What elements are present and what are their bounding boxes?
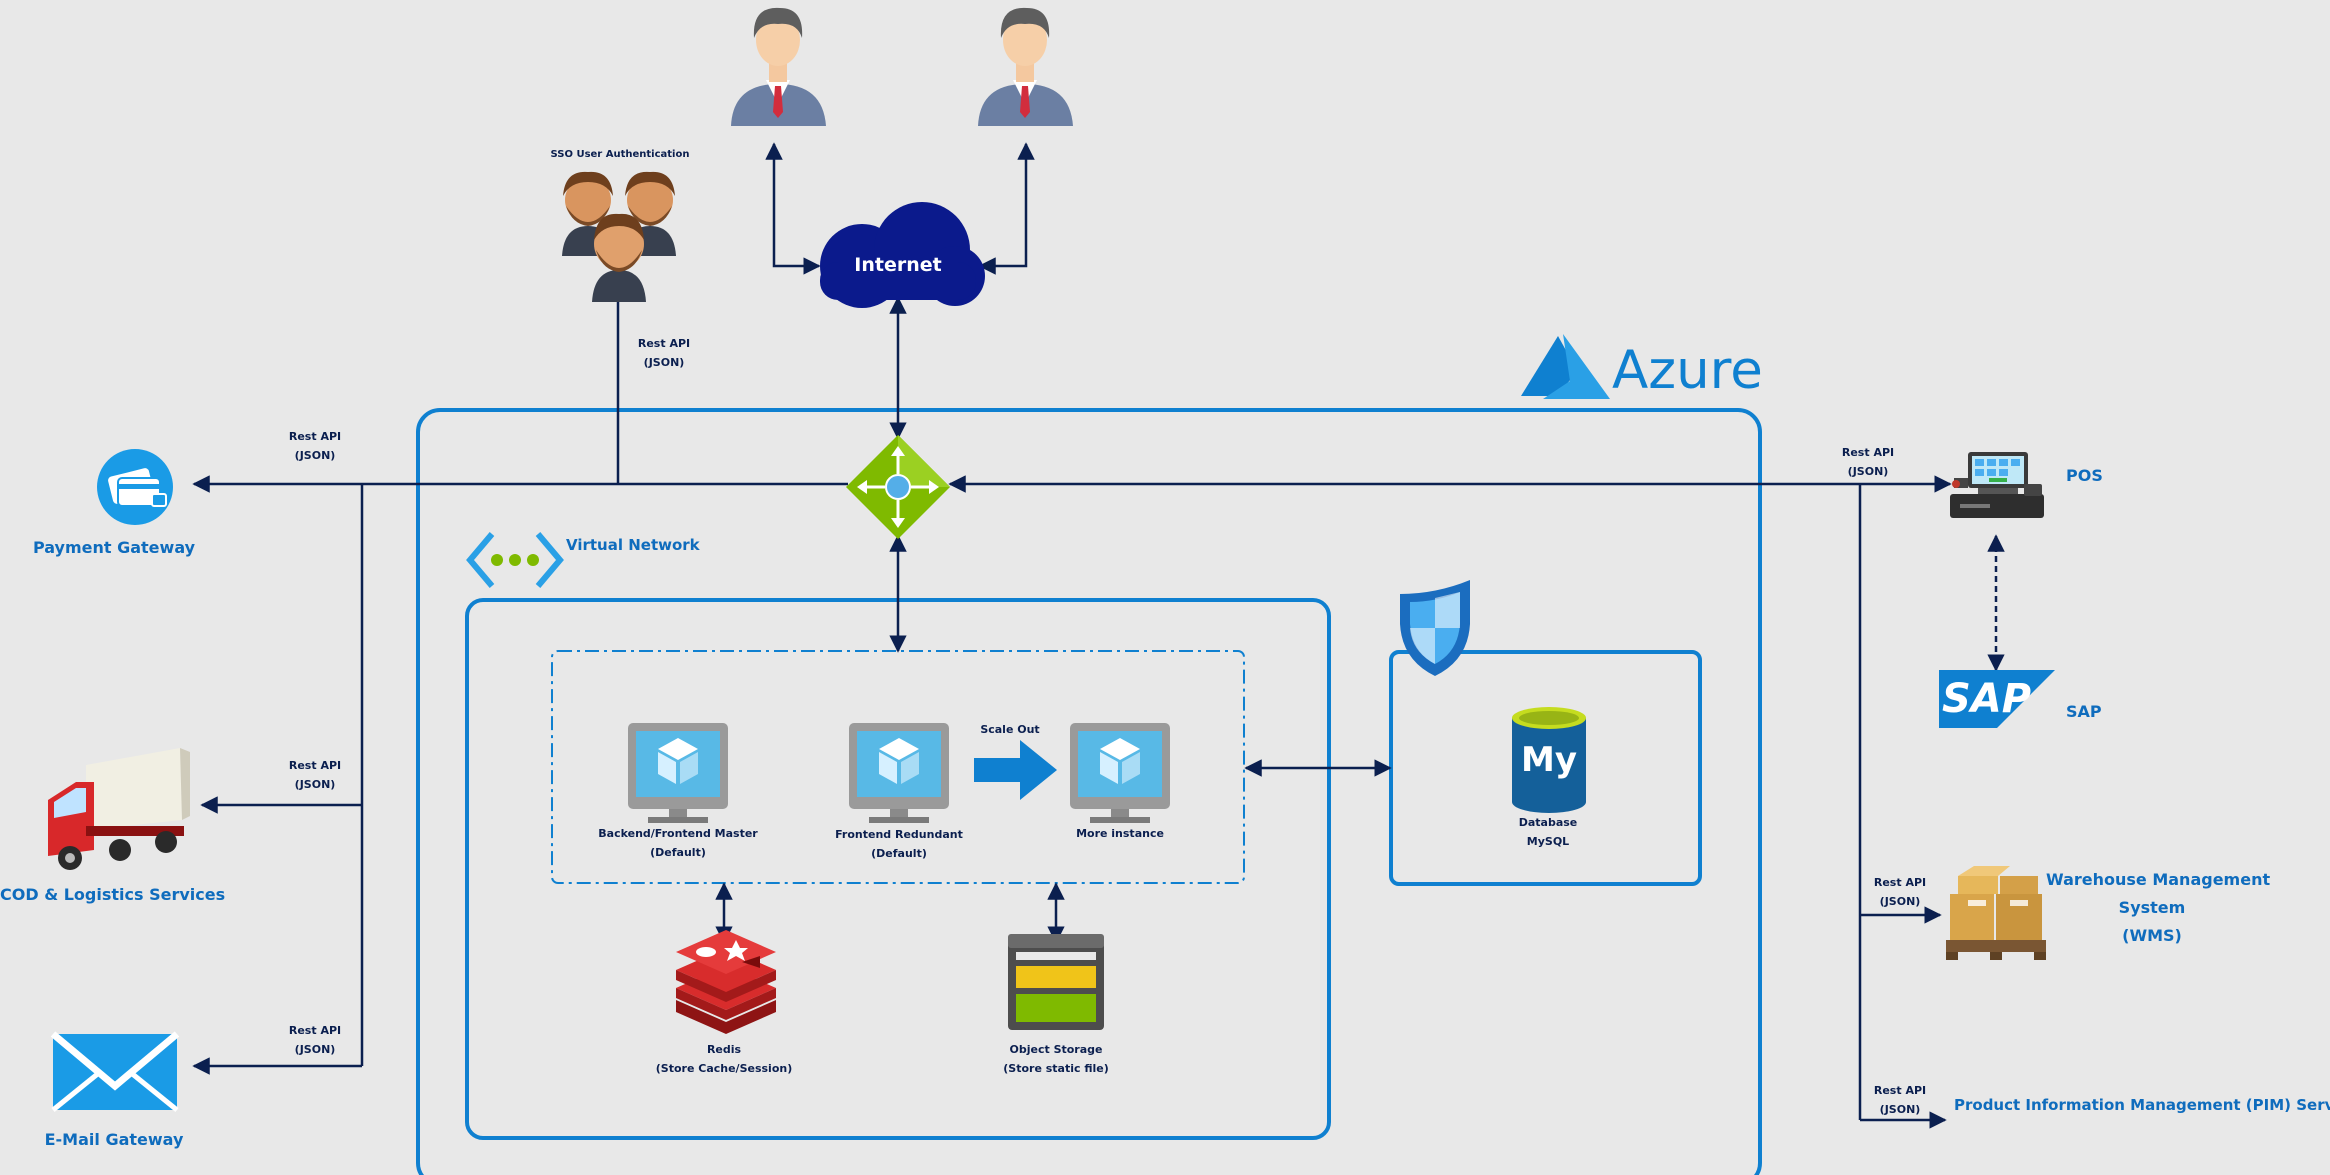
virtual-network-label: Virtual Network — [566, 536, 700, 554]
rest-api-label-payment: Rest API (JSON) — [275, 427, 355, 465]
object-storage-note: (Store static file) — [1003, 1062, 1109, 1075]
json-text: (JSON) — [294, 778, 336, 791]
sso-label: SSO User Authentication — [550, 149, 690, 160]
mysql-icon-text: My — [1521, 740, 1577, 780]
email-gateway-label: E-Mail Gateway — [44, 1130, 184, 1149]
instance-note: (Default) — [650, 846, 706, 859]
user-icon — [978, 7, 1073, 126]
instance-caption-master: Backend/Frontend Master (Default) — [588, 824, 768, 862]
object-storage-icon — [1008, 934, 1104, 1030]
connectors — [192, 142, 2005, 1129]
security-shield-icon — [1400, 580, 1470, 676]
json-text: (JSON) — [1847, 465, 1889, 478]
rest-api-text: Rest API — [637, 337, 691, 350]
database-name: Database — [1518, 816, 1578, 829]
scale-out-arrow-icon — [974, 740, 1057, 800]
instance-caption-more: More instance — [1030, 824, 1210, 843]
instance-caption-redundant: Frontend Redundant (Default) — [809, 825, 989, 863]
virtual-network-icon — [466, 532, 564, 588]
object-storage-caption: Object Storage (Store static file) — [966, 1040, 1146, 1078]
rest-api-label-sso: Rest API (JSON) — [624, 334, 704, 372]
json-text: (JSON) — [1879, 895, 1921, 908]
payment-card-icon — [97, 449, 173, 525]
rest-api-label-email: Rest API (JSON) — [275, 1021, 355, 1059]
sap-logo-text: SAP — [1942, 676, 2032, 722]
rest-api-text: Rest API — [288, 759, 342, 772]
json-text: (JSON) — [643, 356, 685, 369]
azure-logo-icon — [1521, 334, 1610, 399]
vm-monitor-icon — [1070, 723, 1170, 823]
email-envelope-icon — [50, 1031, 180, 1112]
mysql-database-icon — [1512, 707, 1586, 813]
sso-users-icon — [562, 171, 676, 302]
instance-name: Backend/Frontend Master — [598, 827, 758, 840]
json-text: (JSON) — [294, 449, 336, 462]
pos-label: POS — [2066, 466, 2103, 485]
rest-api-label-logistics: Rest API (JSON) — [275, 756, 355, 794]
rest-api-text: Rest API — [288, 430, 342, 443]
virtual-network-box — [465, 598, 1331, 1140]
user-icon — [731, 7, 826, 126]
rest-api-label-wms: Rest API (JSON) — [1860, 873, 1940, 911]
instance-name: Frontend Redundant — [835, 828, 963, 841]
vm-monitor-icon — [849, 723, 949, 823]
rest-api-label-pos: Rest API (JSON) — [1828, 443, 1908, 481]
json-text: (JSON) — [294, 1043, 336, 1056]
wms-line-2: System — [2118, 898, 2186, 917]
rest-api-text: Rest API — [288, 1024, 342, 1037]
wms-label: Warehouse Management System (WMS) — [2046, 866, 2271, 950]
vm-monitor-icon — [628, 723, 728, 823]
pim-label: Product Information Management (PIM) Ser… — [1954, 1096, 2330, 1114]
payment-gateway-label: Payment Gateway — [32, 538, 196, 557]
scale-out-label: Scale Out — [980, 723, 1040, 736]
rest-api-text: Rest API — [1873, 876, 1927, 889]
application-gateway-icon — [846, 435, 950, 539]
wms-line-1: Warehouse Management — [2046, 870, 2271, 889]
database-engine: MySQL — [1526, 835, 1570, 848]
warehouse-boxes-icon — [1946, 866, 2046, 960]
database-caption: Database MySQL — [1488, 813, 1608, 851]
instance-name: More instance — [1076, 827, 1164, 840]
azure-label: Azure — [1612, 340, 1763, 401]
redis-caption: Redis (Store Cache/Session) — [634, 1040, 814, 1078]
internet-cloud-icon — [820, 202, 985, 308]
logistics-label: COD & Logistics Services — [0, 885, 226, 904]
internet-label: Internet — [854, 254, 942, 276]
azure-boundary — [416, 408, 1762, 1175]
truck-icon — [48, 748, 190, 870]
sap-label: SAP — [2066, 702, 2102, 721]
pos-terminal-icon — [1950, 452, 2044, 518]
sap-logo-icon — [1939, 670, 2055, 728]
redis-name: Redis — [706, 1043, 742, 1056]
rest-api-text: Rest API — [1873, 1084, 1927, 1097]
rest-api-label-pim: Rest API (JSON) — [1860, 1081, 1940, 1119]
wms-line-3: (WMS) — [2122, 926, 2182, 945]
rest-api-text: Rest API — [1841, 446, 1895, 459]
redis-note: (Store Cache/Session) — [655, 1062, 793, 1075]
redis-icon — [676, 930, 776, 1034]
json-text: (JSON) — [1879, 1103, 1921, 1116]
object-storage-name: Object Storage — [1009, 1043, 1103, 1056]
instance-note: (Default) — [871, 847, 927, 860]
